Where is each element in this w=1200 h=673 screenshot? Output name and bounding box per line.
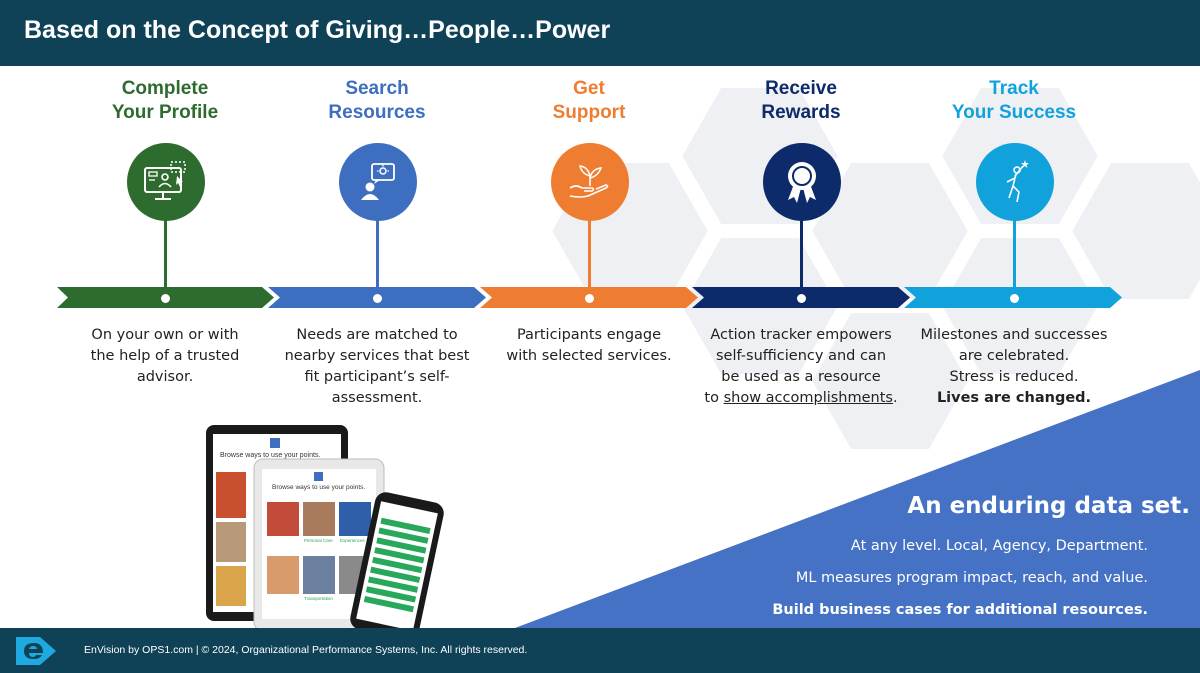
timeline-stem xyxy=(376,217,379,297)
step-title-line: Track xyxy=(989,78,1039,99)
profile-monitor-icon xyxy=(144,161,186,200)
device-mockup-illustration xyxy=(206,425,444,640)
award-ribbon-icon xyxy=(788,162,816,203)
middle-tablet-screen-title: Browse ways to use your points. xyxy=(272,484,366,491)
panel-bullet-bold: Build business cases for additional reso… xyxy=(772,602,1148,618)
step-title-line: Rewards xyxy=(761,102,841,123)
device-mockups: Browse ways to use your points. Browse w… xyxy=(200,422,460,640)
envision-logo-icon xyxy=(16,637,56,665)
step-title-get-support: Get Support xyxy=(489,77,689,125)
step-title-line: Support xyxy=(552,102,626,123)
header-bar: Based on the Concept of Giving…People…Po… xyxy=(0,0,1200,66)
step-title-line: Complete xyxy=(121,78,209,99)
step-description-success: Milestones and successes are celebrated.… xyxy=(904,325,1124,409)
timeline-dot xyxy=(1010,294,1019,303)
step-circle-profile xyxy=(127,143,205,221)
footer-copyright: EnVision by OPS1.com | © 2024, Organizat… xyxy=(84,644,528,656)
description-line: the help of a trusted xyxy=(90,348,240,364)
step-title-line: Your Profile xyxy=(111,102,219,123)
description-line: assessment. xyxy=(331,390,423,406)
description-line: Participants engage xyxy=(516,327,662,343)
middle-tablet-tab-label: Transportation xyxy=(304,596,333,601)
panel-bullet: At any level. Local, Agency, Department. xyxy=(850,538,1148,554)
timeline-dot xyxy=(585,294,594,303)
description-line: to show accomplishments. xyxy=(691,388,911,409)
description-line: nearby services that best xyxy=(284,348,470,364)
step-description-search: Needs are matched to nearby services tha… xyxy=(272,325,482,409)
step-title-line: Receive xyxy=(765,78,837,99)
description-line: fit participant’s self- xyxy=(304,369,450,385)
step-title-line: Search xyxy=(345,78,409,99)
timeline-stem xyxy=(164,217,167,297)
description-line-bold: Lives are changed. xyxy=(936,390,1092,406)
search-person-icon xyxy=(361,163,395,200)
step-title-line: Your Success xyxy=(951,102,1077,123)
description-line: Needs are matched to xyxy=(296,327,458,343)
description-text: to xyxy=(704,390,724,406)
description-line: Milestones and successes xyxy=(920,327,1108,343)
description-line: are celebrated. xyxy=(958,348,1070,364)
step-description-rewards: Action tracker empowers self-sufficiency… xyxy=(691,325,911,409)
step-title-complete-profile: Complete Your Profile xyxy=(65,77,265,125)
step-circle-support xyxy=(551,143,629,221)
description-line: be used as a resource xyxy=(721,369,881,385)
page-title: Based on the Concept of Giving…People…Po… xyxy=(24,16,611,44)
step-circle-success xyxy=(976,143,1054,221)
step-title-line: Get xyxy=(573,78,605,99)
footer-bar: EnVision by OPS1.com | © 2024, Organizat… xyxy=(0,628,1200,673)
description-line: Action tracker empowers xyxy=(710,327,892,343)
timeline-dot xyxy=(797,294,806,303)
panel-bullet: ML measures program impact, reach, and v… xyxy=(795,570,1148,586)
timeline-stem xyxy=(800,217,803,297)
timeline-stem xyxy=(588,217,591,297)
middle-tablet-tab-label: Experiences xyxy=(340,538,365,543)
timeline-dot xyxy=(161,294,170,303)
description-line: On your own or with xyxy=(91,327,239,343)
step-circle-rewards xyxy=(763,143,841,221)
celebrating-person-icon xyxy=(1006,160,1029,203)
step-title-search-resources: Search Resources xyxy=(277,77,477,125)
middle-tablet-tab-label: Personal Care xyxy=(304,538,333,543)
back-tablet-screen-title: Browse ways to use your points. xyxy=(220,452,321,459)
description-line: advisor. xyxy=(136,369,194,385)
step-title-line: Resources xyxy=(328,102,426,123)
timeline-dot xyxy=(373,294,382,303)
description-line: Stress is reduced. xyxy=(949,369,1079,385)
description-text: . xyxy=(892,390,898,406)
timeline-stem xyxy=(1013,217,1016,297)
step-circle-search xyxy=(339,143,417,221)
step-description-profile: On your own or with the help of a truste… xyxy=(60,325,270,388)
step-description-support: Participants engage with selected servic… xyxy=(484,325,694,367)
step-title-receive-rewards: Receive Rewards xyxy=(701,77,901,125)
step-title-track-success: Track Your Success xyxy=(914,77,1114,125)
description-line: with selected services. xyxy=(506,348,672,364)
description-line: self-sufficiency and can xyxy=(715,348,887,364)
show-accomplishments-link[interactable]: show accomplishments xyxy=(723,390,893,406)
panel-headline: An enduring data set. xyxy=(907,493,1190,519)
hand-plant-icon xyxy=(569,165,609,198)
